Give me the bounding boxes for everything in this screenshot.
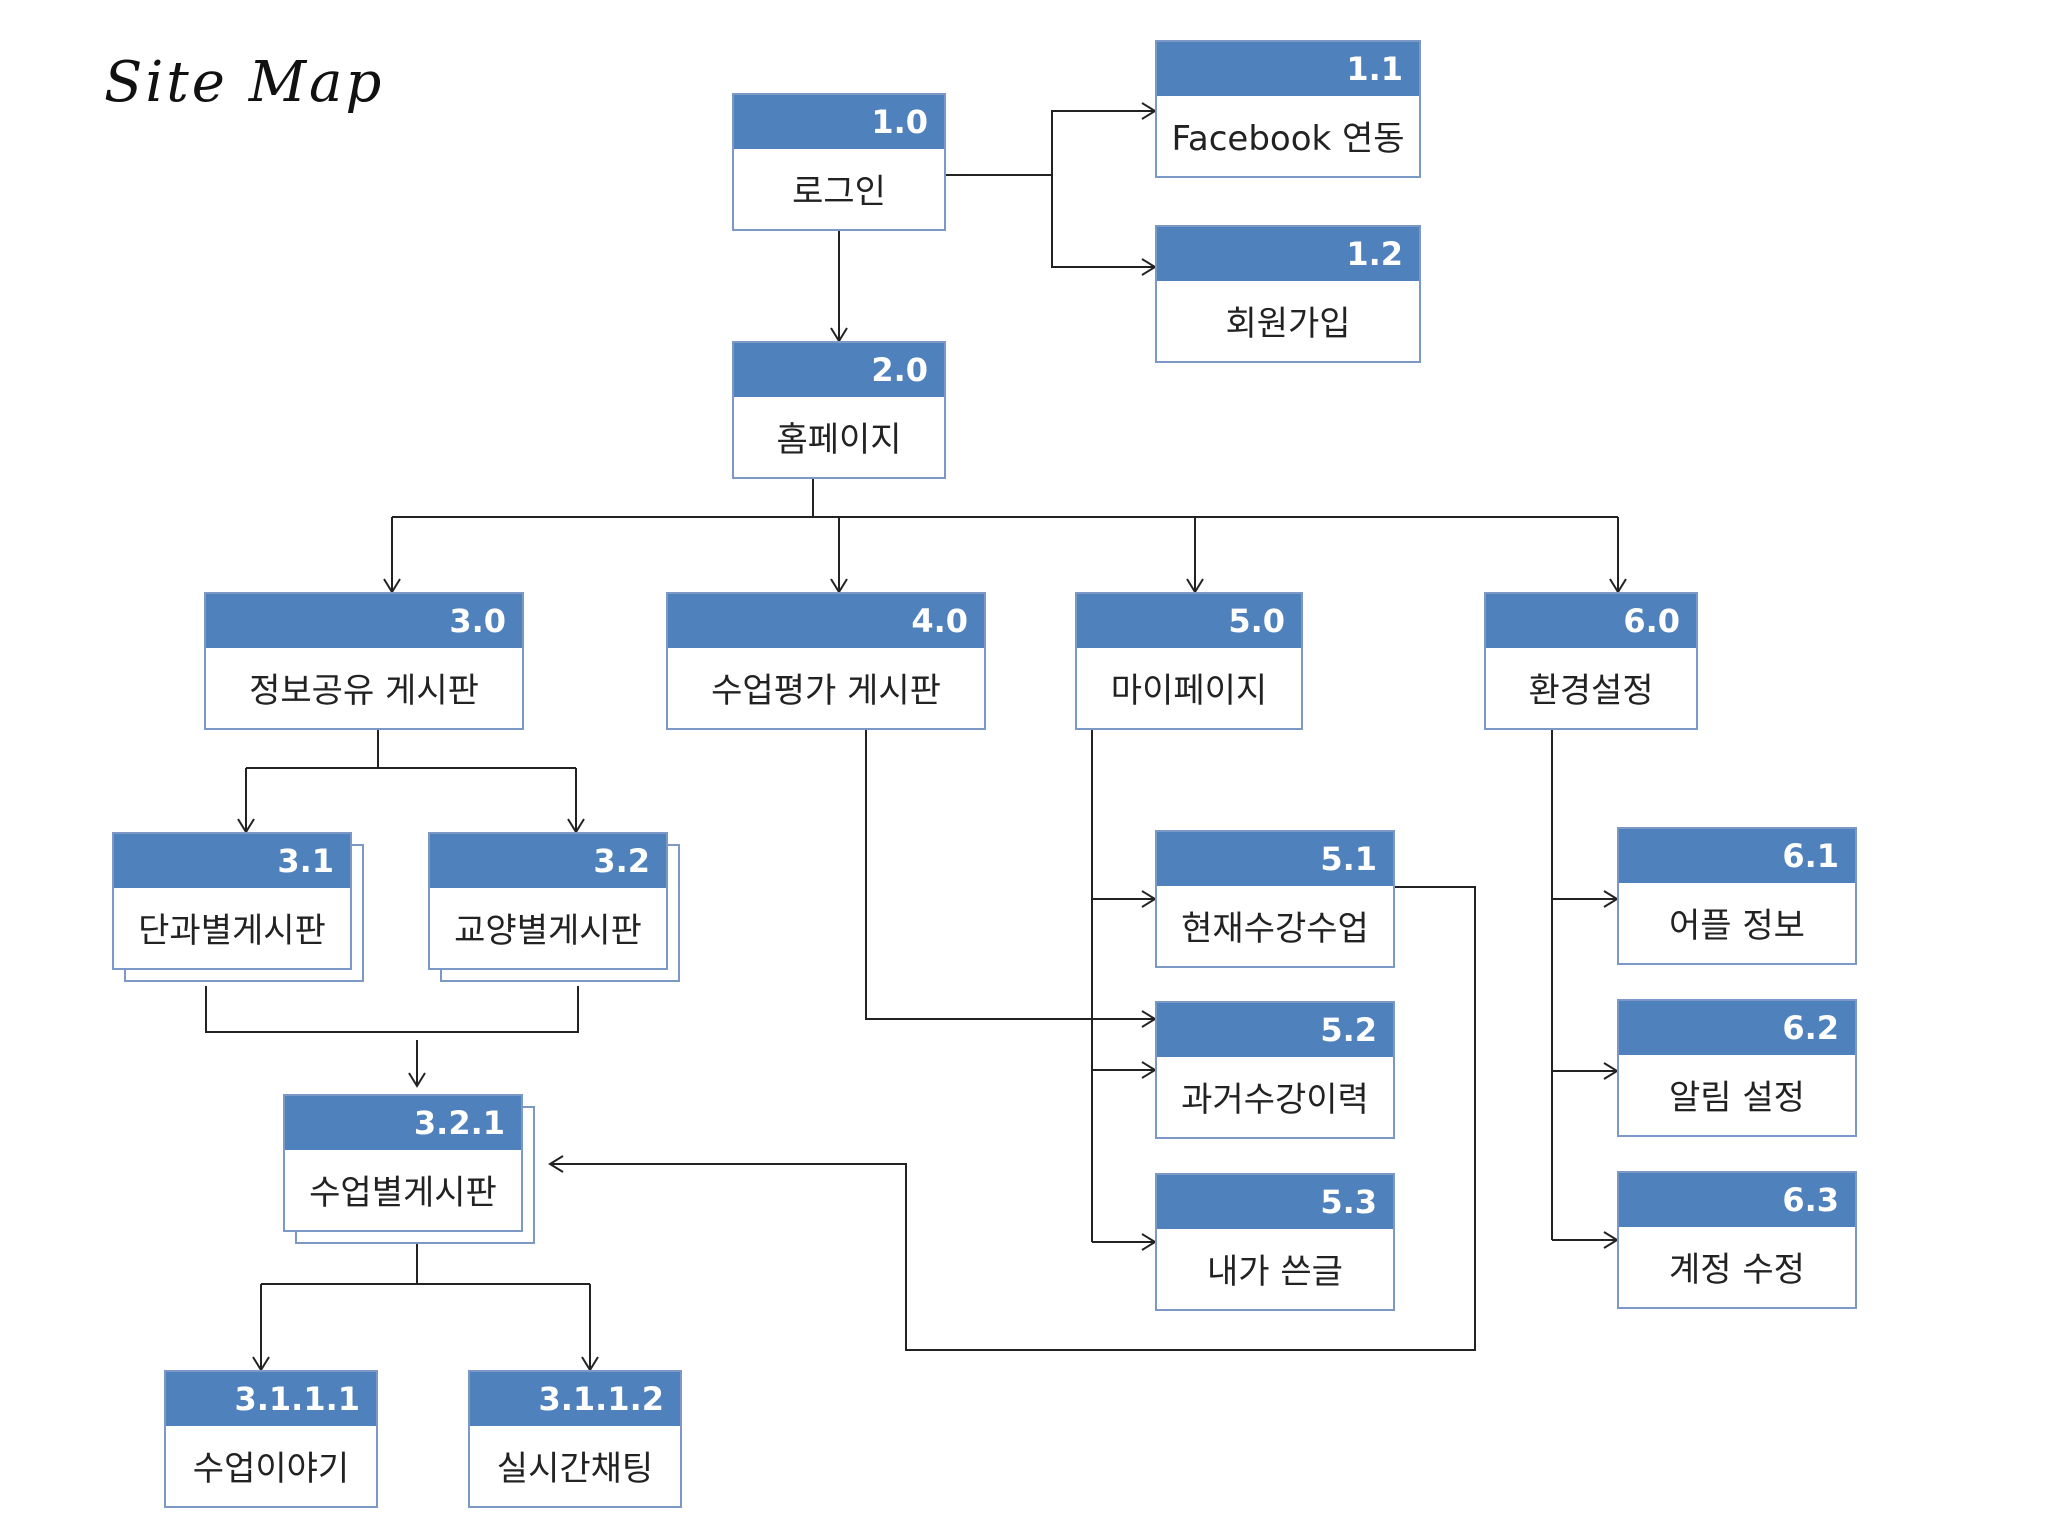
node-6-3: 6.3 계정 수정 xyxy=(1617,1171,1857,1309)
node-label: 로그인 xyxy=(792,171,886,212)
node-5-2: 5.2 과거수강이력 xyxy=(1155,1001,1395,1139)
node-box: 3.2.1 수업별게시판 xyxy=(283,1094,523,1232)
node-3-1: 3.1 단과별게시판 xyxy=(112,832,364,982)
node-label: 홈페이지 xyxy=(776,419,902,460)
node-5-0: 5.0 마이페이지 xyxy=(1075,592,1303,730)
node-number: 5.0 xyxy=(1077,594,1301,648)
node-2-0: 2.0 홈페이지 xyxy=(732,341,946,479)
node-number: 3.0 xyxy=(206,594,522,648)
node-1-0: 1.0 로그인 xyxy=(732,93,946,231)
node-label: 수업평가 게시판 xyxy=(711,670,941,711)
node-box: 6.3 계정 수정 xyxy=(1617,1171,1857,1309)
node-6-2: 6.2 알림 설정 xyxy=(1617,999,1857,1137)
node-number: 3.1.1.1 xyxy=(166,1372,376,1426)
node-box: 3.1 단과별게시판 xyxy=(112,832,352,970)
node-label: 내가 쓴글 xyxy=(1207,1251,1343,1292)
node-label: 수업별게시판 xyxy=(309,1172,497,1213)
node-label: 계정 수정 xyxy=(1669,1249,1805,1290)
node-3-2: 3.2 교양별게시판 xyxy=(428,832,680,982)
node-box: 2.0 홈페이지 xyxy=(732,341,946,479)
node-label: 수업이야기 xyxy=(192,1448,350,1489)
node-number: 6.0 xyxy=(1486,594,1696,648)
node-label: 정보공유 게시판 xyxy=(249,670,479,711)
node-number: 3.2 xyxy=(430,834,666,888)
node-number: 6.2 xyxy=(1619,1001,1855,1055)
node-number: 5.1 xyxy=(1157,832,1393,886)
node-label: 교양별게시판 xyxy=(454,910,642,951)
node-box: 4.0 수업평가 게시판 xyxy=(666,592,986,730)
node-number: 5.3 xyxy=(1157,1175,1393,1229)
node-box: 3.2 교양별게시판 xyxy=(428,832,668,970)
node-label: 어플 정보 xyxy=(1669,905,1805,946)
node-box: 5.3 내가 쓴글 xyxy=(1155,1173,1395,1311)
node-label: 현재수강수업 xyxy=(1181,908,1369,949)
node-4-0: 4.0 수업평가 게시판 xyxy=(666,592,986,730)
connector-1-0-to-1-1 xyxy=(946,110,1155,176)
node-3-0: 3.0 정보공유 게시판 xyxy=(204,592,524,730)
node-6-0: 6.0 환경설정 xyxy=(1484,592,1698,730)
node-label: Facebook 연동 xyxy=(1171,118,1405,159)
connector-5-1-to-3-2-1 xyxy=(550,886,1476,1351)
node-label: 마이페이지 xyxy=(1110,670,1268,711)
node-box: 1.0 로그인 xyxy=(732,93,946,231)
node-number: 1.0 xyxy=(734,95,944,149)
connector-3-1-3-2-merge xyxy=(205,986,579,1033)
node-box: 3.1.1.2 실시간채팅 xyxy=(468,1370,682,1508)
node-box: 6.0 환경설정 xyxy=(1484,592,1698,730)
node-label: 과거수강이력 xyxy=(1181,1079,1369,1120)
node-3-1-1-2: 3.1.1.2 실시간채팅 xyxy=(468,1370,682,1508)
diagram-title: Site Map xyxy=(104,50,385,115)
node-box: 3.1.1.1 수업이야기 xyxy=(164,1370,378,1508)
node-6-1: 6.1 어플 정보 xyxy=(1617,827,1857,965)
connector-1-0-to-1-2 xyxy=(1051,175,1155,268)
connector-4-0-to-5-2 xyxy=(865,730,1155,1020)
node-3-1-1-1: 3.1.1.1 수업이야기 xyxy=(164,1370,378,1508)
node-number: 1.2 xyxy=(1157,227,1419,281)
arrowhead xyxy=(548,1155,564,1173)
node-number: 3.1 xyxy=(114,834,350,888)
node-label: 실시간채팅 xyxy=(496,1448,654,1489)
node-box: 5.0 마이페이지 xyxy=(1075,592,1303,730)
node-label: 회원가입 xyxy=(1225,303,1351,344)
node-box: 5.2 과거수강이력 xyxy=(1155,1001,1395,1139)
node-box: 3.0 정보공유 게시판 xyxy=(204,592,524,730)
node-5-1: 5.1 현재수강수업 xyxy=(1155,830,1395,968)
node-number: 2.0 xyxy=(734,343,944,397)
node-3-2-1: 3.2.1 수업별게시판 xyxy=(283,1094,535,1244)
node-number: 6.3 xyxy=(1619,1173,1855,1227)
node-box: 5.1 현재수강수업 xyxy=(1155,830,1395,968)
node-box: 6.1 어플 정보 xyxy=(1617,827,1857,965)
node-box: 1.2 회원가입 xyxy=(1155,225,1421,363)
node-number: 3.2.1 xyxy=(285,1096,521,1150)
node-1-2: 1.2 회원가입 xyxy=(1155,225,1421,363)
node-box: 6.2 알림 설정 xyxy=(1617,999,1857,1137)
node-label: 알림 설정 xyxy=(1669,1077,1805,1118)
node-number: 1.1 xyxy=(1157,42,1419,96)
node-number: 5.2 xyxy=(1157,1003,1393,1057)
node-number: 6.1 xyxy=(1619,829,1855,883)
node-number: 3.1.1.2 xyxy=(470,1372,680,1426)
node-label: 단과별게시판 xyxy=(138,910,326,951)
node-label: 환경설정 xyxy=(1528,670,1654,711)
arrowhead xyxy=(408,1072,426,1088)
node-5-3: 5.3 내가 쓴글 xyxy=(1155,1173,1395,1311)
node-number: 4.0 xyxy=(668,594,984,648)
